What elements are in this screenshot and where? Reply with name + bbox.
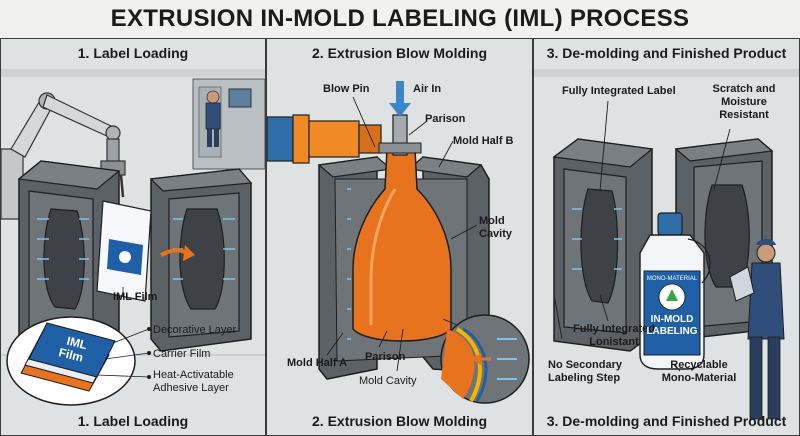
bottle-label-text-2: LABELING [646,326,698,337]
fully-integrated-label-callout: Fully Integrated Label [562,85,676,97]
air-in-arrow [389,81,411,117]
mold-cavity-bottom-label: Mold Cavity [359,375,417,387]
operator-figure [205,90,221,147]
bottle-label-text-1: IN-MOLD [650,314,694,325]
panel2-bottom-title: 2. Extrusion Blow Molding [312,413,487,429]
recyclable-line2: Mono-Material [661,372,737,384]
adhesive-layer-label-line2: Adhesive Layer [153,382,229,394]
parison-bottom-label: Parison [365,351,406,363]
lonistant-line1: Fully Integrated [573,323,655,335]
finished-bottle [639,212,711,370]
panel2-top-title: 2. Extrusion Blow Molding [312,45,487,61]
demolding-illustration [534,39,799,435]
mold-cavity-label-line2: Cavity [479,228,513,240]
diagram-title: EXTRUSION IN-MOLD LABELING (IML) PROCESS [110,5,690,32]
open-mold-left [552,138,654,352]
label-loading-illustration [1,39,265,435]
callout-lines [326,96,478,372]
blow-molding-illustration [267,39,532,435]
cavity-detail-magnifier [440,314,530,404]
mold-half-left [17,160,121,356]
recyclable-line1: Recyclable [670,359,728,371]
lonistant-line2: Lonistant [589,336,639,348]
scratch-resistant-line3: Resistant [719,109,769,121]
no-secondary-line2: Labeling Step [548,372,621,384]
mold-half-b-label: Mold Half B [453,135,514,147]
adhesive-layer-label-line1: Heat-Activatable [153,369,234,381]
bottle-badge-text: MONO-MATERIAL [646,276,698,282]
parison-top-label: Parison [425,113,466,125]
iml-film-sheet [96,200,195,302]
inspector-figure [729,239,785,420]
mold-cavity-label-line1: Mold [479,215,505,227]
parison [352,148,452,342]
panel-demolding-finished-product: 3. De-molding and Finished Product Fully… [533,38,800,436]
panel3-bottom-title: 3. De-molding and Finished Product [546,413,787,429]
extruder-unit [267,114,382,164]
film-layers-magnifier [6,316,151,406]
scratch-resistant-line1: Scratch and [712,83,776,95]
air-in-label: Air In [413,83,442,95]
callout-lines-3 [553,100,731,372]
mold-half-right [149,168,253,352]
carrier-film-label: Carrier Film [153,348,211,360]
mold-half-a-label: Mold Half A [287,357,348,369]
no-secondary-line1: No Secondary [548,359,622,371]
iml-film-label: IML Film [113,291,158,303]
decorative-layer-label: Decorative Layer [153,324,237,336]
panel-label-loading: 1. Label Loading IML Film IML Film Decor… [0,38,266,436]
blow-pin-label: Blow Pin [323,83,370,95]
panel3-top-title: 3. De-molding and Finished Product [546,45,787,61]
panel-extrusion-blow-molding: 2. Extrusion Blow Molding Blow Pin Air I… [266,38,533,436]
panel1-top-title: 1. Label Loading [77,45,189,61]
control-cabinet [192,78,265,170]
blow-pin [378,114,422,156]
scratch-resistant-line2: Moisture [721,96,767,108]
panel1-bottom-title: 1. Label Loading [77,413,189,429]
